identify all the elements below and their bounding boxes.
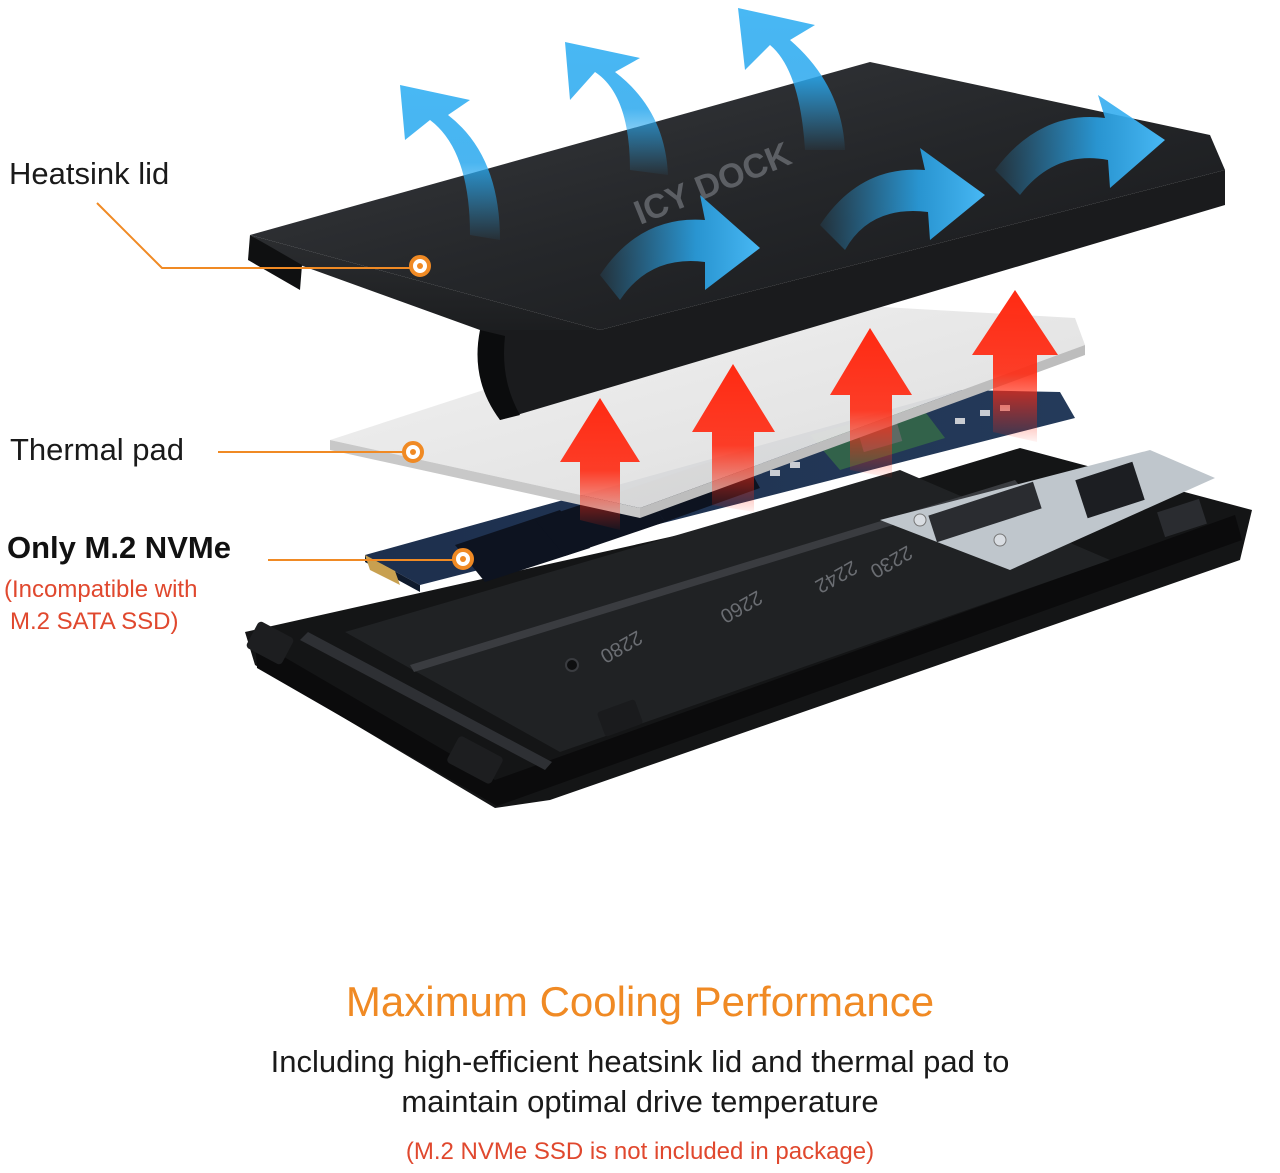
leader-heatsink-lid <box>96 202 420 269</box>
headline: Maximum Cooling Performance <box>345 978 935 1025</box>
enclosure-exploded-illustration: 2280 2260 2242 2230 <box>96 8 1252 808</box>
heatsink-lid: ICY DOCK <box>248 62 1225 420</box>
heat-arrows <box>560 290 1058 530</box>
callout-dots <box>402 255 474 570</box>
description-line1: Including high-efficient heatsink lid an… <box>270 1044 1010 1079</box>
incompatibility-note-line2: M.2 SATA SSD) <box>10 608 179 635</box>
callout-nvme: Only M.2 NVMe <box>7 530 231 565</box>
description-line2: maintain optimal drive temperature <box>401 1084 879 1119</box>
footnote: (M.2 NVMe SSD is not included in package… <box>405 1138 875 1165</box>
callout-heatsink-lid: Heatsink lid <box>9 156 170 191</box>
enclosure-tray: 2280 2260 2242 2230 <box>245 448 1252 808</box>
callout-thermal-pad: Thermal pad <box>10 432 185 467</box>
incompatibility-note: (Incompatible with M.2 SATA SSD) <box>4 574 197 638</box>
callout-leaders <box>96 202 462 561</box>
cooling-arrows <box>400 8 1165 300</box>
incompatibility-note-line1: (Incompatible with <box>4 576 198 603</box>
description: Including high-efficient heatsink lid an… <box>0 1042 1280 1122</box>
